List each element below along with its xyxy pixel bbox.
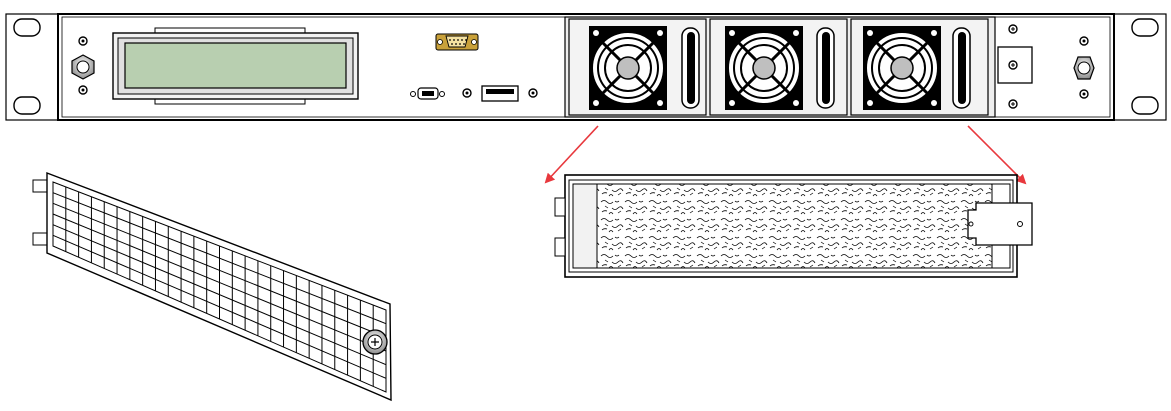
- chassis: [5, 13, 1167, 121]
- grille-mesh-line: [52, 192, 387, 325]
- mini-port-icon: [410, 87, 445, 100]
- left-rack-ear-icon: [5, 13, 59, 121]
- front-grille-icon: [32, 171, 392, 402]
- grille-mesh-line: [52, 224, 387, 366]
- grille-mesh-line: [52, 202, 387, 338]
- red-arrow-icon: [544, 125, 1027, 185]
- fan-icon: [589, 26, 667, 110]
- fan-module-3: [850, 18, 989, 116]
- usb-port-icon: [462, 85, 538, 102]
- right-rack-ear-icon: [1113, 13, 1167, 121]
- right-thumbscrew-icon: [1073, 36, 1095, 99]
- fan-icon: [863, 26, 941, 110]
- fan-icon: [725, 26, 803, 110]
- fan-module-2: [709, 18, 848, 116]
- db9-serial-port-icon: [435, 33, 479, 51]
- left-thumbscrew-icon: [71, 36, 95, 95]
- grille-mesh-line: [52, 234, 387, 379]
- grille-thumbscrew-icon: [362, 329, 388, 355]
- lcd-display-icon: [112, 27, 359, 105]
- fan-module-1: [568, 18, 707, 116]
- right-bracket: [997, 24, 1033, 109]
- air-filter-icon: [554, 174, 1033, 278]
- grille-mesh-line: [52, 213, 387, 352]
